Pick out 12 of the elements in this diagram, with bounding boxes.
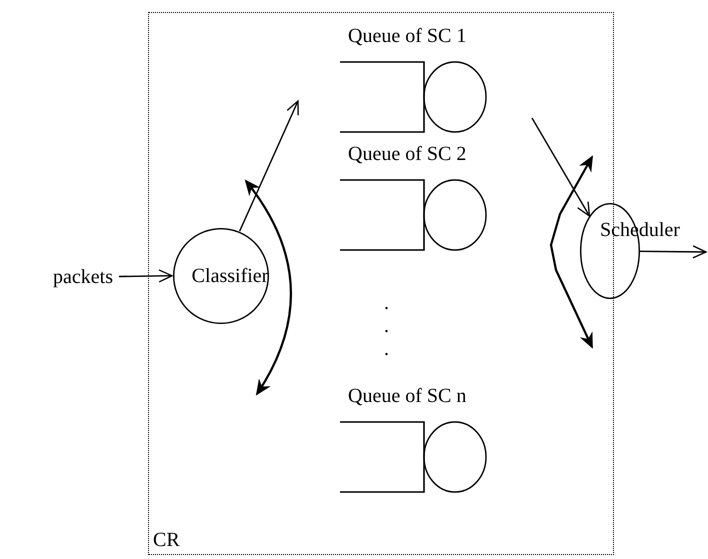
ellipsis-dot: . bbox=[384, 292, 389, 314]
arrow bbox=[640, 245, 707, 259]
queue-label: Queue of SC n bbox=[348, 385, 466, 407]
node-label: CR bbox=[153, 529, 180, 551]
input-label: packets bbox=[53, 266, 113, 288]
arrow bbox=[239, 100, 299, 232]
arrow bbox=[119, 269, 173, 283]
queue-label: Queue of SC 1 bbox=[348, 25, 466, 47]
ellipsis-dot: . bbox=[384, 338, 389, 360]
queue-label: Queue of SC 2 bbox=[348, 143, 466, 165]
ellipsis-dot: . bbox=[384, 315, 389, 337]
arrow bbox=[531, 118, 590, 217]
